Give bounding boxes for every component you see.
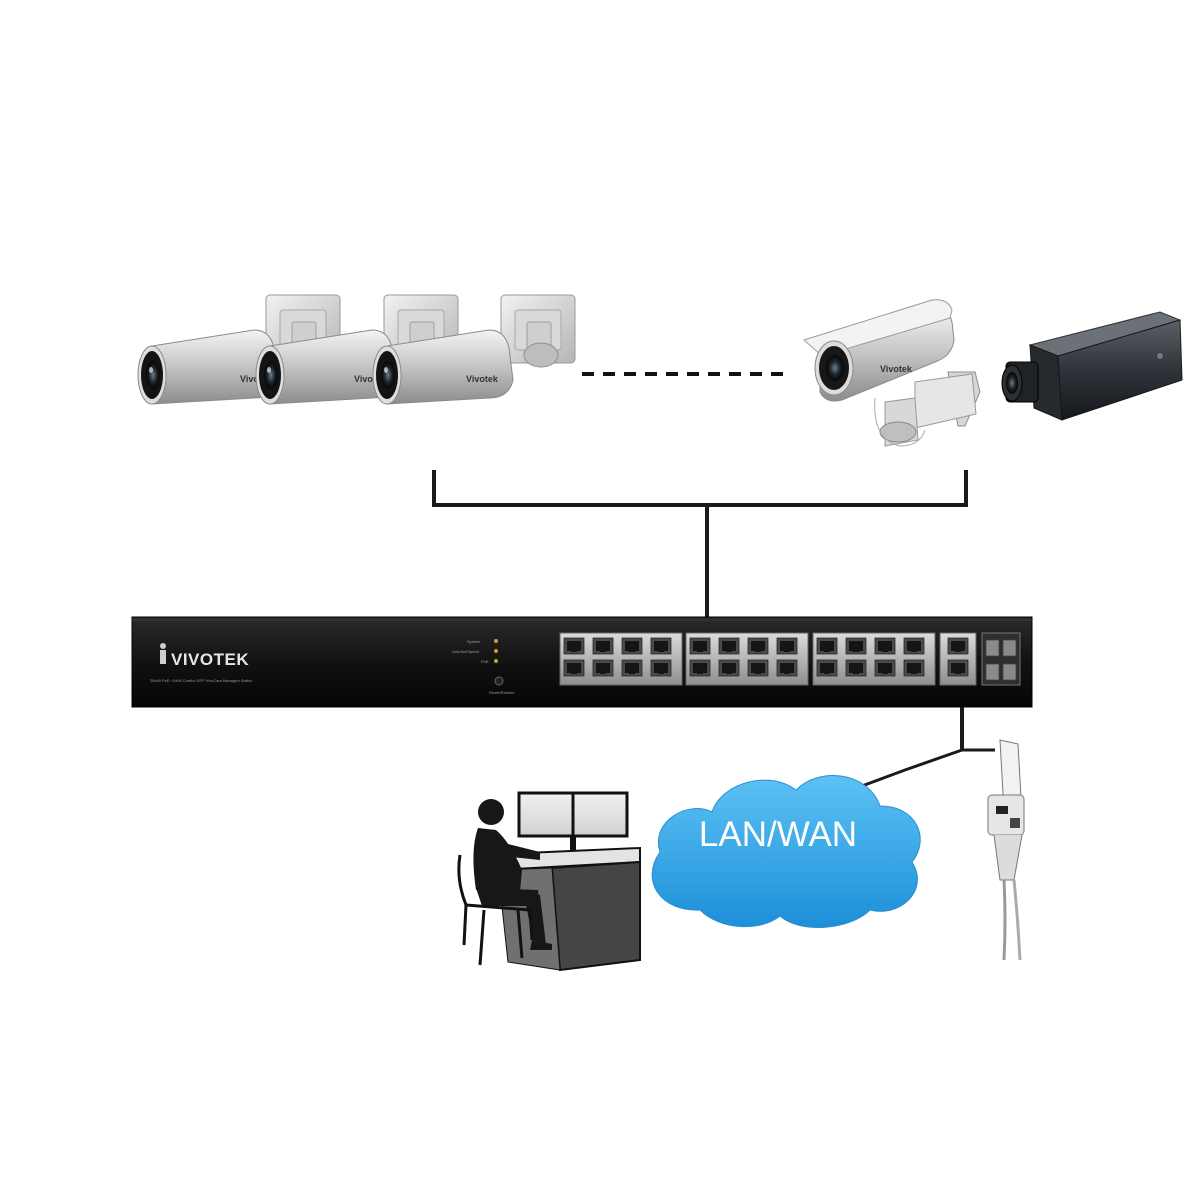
link-led-icon (494, 649, 498, 653)
led-label-system: System (467, 639, 481, 644)
switch-model-text: 28x60 PoE +2x56 Combo SFP VivoCam Manage… (150, 678, 252, 683)
operator-person-icon (473, 799, 552, 950)
port-block-2 (685, 632, 809, 686)
led-label-poe: PoE (481, 659, 489, 664)
camera-brand-label: Vivotek (354, 374, 387, 384)
monitor-left-icon (517, 791, 575, 838)
switch-brand: VIVOTEK (171, 650, 249, 669)
camera-brand-label: Vivotek (466, 374, 499, 384)
reset-button-icon (494, 676, 504, 686)
led-label-link: Link/Act/Speed (452, 649, 479, 654)
port-block-3 (812, 632, 936, 686)
monitor-right-icon (571, 791, 629, 838)
cloud-label: LAN/WAN (699, 815, 857, 854)
outdoor-bullet-camera: Vivotek (803, 299, 981, 447)
operator-workstation (457, 791, 641, 972)
bullet-camera-3: Vivotek (372, 294, 576, 405)
status-leds: System Link/Act/Speed PoE Reset/Restore (452, 639, 515, 695)
system-led-icon (494, 639, 498, 643)
sfp-ports (981, 632, 1021, 686)
access-point-device (987, 739, 1025, 961)
reset-label: Reset/Restore (489, 690, 515, 695)
bullet-camera-2: Vivotek (255, 294, 459, 405)
lan-wan-cloud: LAN/WAN (651, 775, 921, 928)
camera-brand-label: Vivotek (880, 364, 913, 374)
port-block-1 (559, 632, 683, 686)
box-camera (1001, 311, 1183, 421)
office-chair-icon (457, 854, 534, 966)
poe-switch: VIVOTEK 28x60 PoE +2x56 Combo SFP VivoCa… (131, 616, 1033, 708)
uplink-ports (939, 632, 977, 686)
access-point-cable (861, 748, 963, 788)
poe-led-icon (494, 659, 498, 663)
vivotek-logo: VIVOTEK (160, 643, 249, 669)
